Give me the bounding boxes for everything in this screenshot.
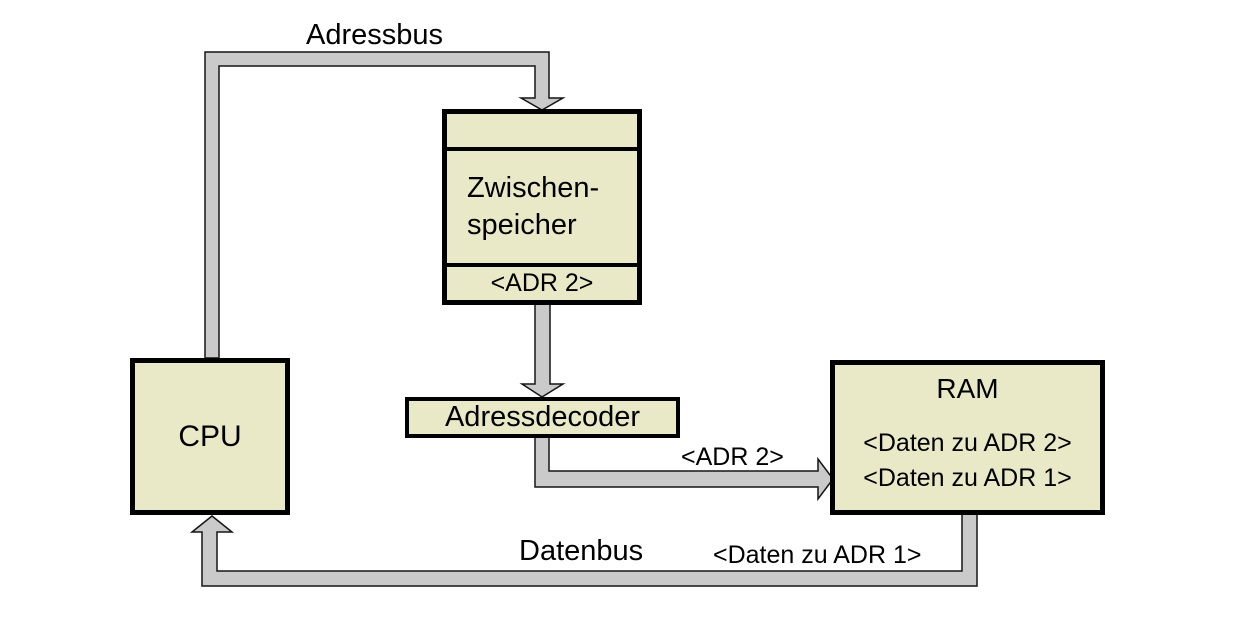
buffer-to-decoder-arrow (519, 301, 566, 398)
buffer-label: Zwischen- speicher (467, 170, 599, 244)
adressbus-pipe (204, 51, 566, 359)
zwischenspeicher-box: Zwischen- speicher <ADR 2> (442, 109, 642, 305)
cpu-box: CPU (130, 358, 290, 515)
buffer-address-slot: <ADR 2> (447, 267, 637, 300)
buffer-label-section: Zwischen- speicher (447, 151, 637, 267)
adressbus-label: Adressbus (306, 19, 444, 51)
ram-data-row: <Daten zu ADR 2> (863, 429, 1072, 457)
adr2-arrow-label: <ADR 2> (681, 443, 784, 471)
adressdecoder-box: Adressdecoder (405, 397, 680, 438)
buffer-label-line1: Zwischen- (467, 172, 600, 204)
ram-box: RAM <Daten zu ADR 2> <Daten zu ADR 1> (830, 360, 1105, 515)
datenbus-label: Datenbus (519, 535, 644, 567)
daten-zu-adr1-label: <Daten zu ADR 1> (713, 541, 922, 569)
adressdecoder-label: Adressdecoder (444, 401, 641, 433)
buffer-empty-slot (447, 114, 637, 151)
ram-data-row: <Daten zu ADR 1> (863, 464, 1072, 492)
decoder-to-ram-arrow (534, 435, 834, 502)
datenbus-pipe (189, 512, 978, 587)
buffer-label-line2: speicher (467, 209, 577, 241)
buffer-address-value: <ADR 2> (490, 269, 594, 297)
cpu-label: CPU (178, 419, 242, 453)
ram-title: RAM (936, 373, 999, 404)
